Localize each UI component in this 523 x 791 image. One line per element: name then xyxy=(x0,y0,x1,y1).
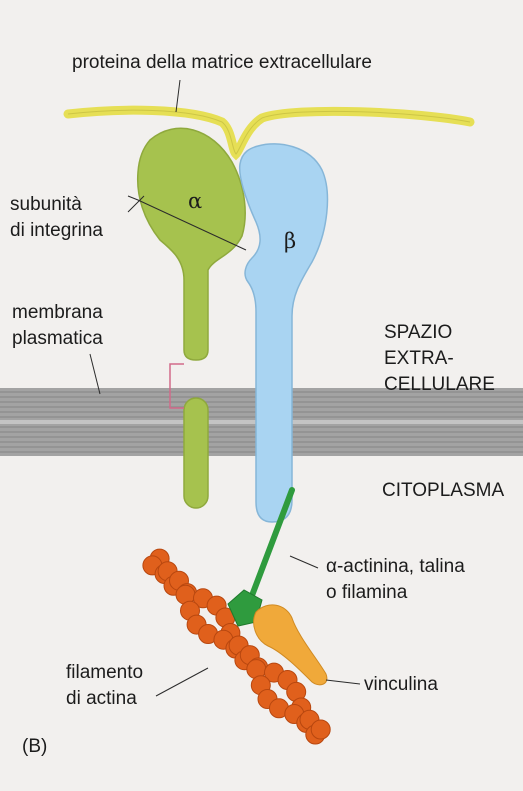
actin-monomer xyxy=(311,720,330,739)
ecm-protein-label: proteina della matrice extracellulare xyxy=(72,52,372,73)
actin-label-1: filamento xyxy=(66,662,143,683)
alpha-symbol: α xyxy=(188,189,202,213)
actinin-label-2: o filamina xyxy=(326,582,408,603)
integrin-subunits-label-2: di integrina xyxy=(10,220,103,241)
vinculin-label: vinculina xyxy=(364,674,438,695)
beta-symbol: β xyxy=(284,229,296,253)
actinin-label-1: α-actinina, talina xyxy=(326,556,465,577)
membrane-label-2: plasmatica xyxy=(12,328,103,349)
integrin-subunits-label-1: subunità xyxy=(10,194,82,215)
panel-label: (B) xyxy=(22,736,47,757)
membrane-label-1: membrana xyxy=(12,302,103,323)
cytoplasm-label: CITOPLASMA xyxy=(382,480,504,501)
actin-label-2: di actina xyxy=(66,688,137,709)
extracellular-label-1: SPAZIO xyxy=(384,322,452,343)
beta-integrin-subunit xyxy=(240,144,328,522)
extracellular-label-3: CELLULARE xyxy=(384,374,495,395)
extracellular-label-2: EXTRA- xyxy=(384,348,454,369)
